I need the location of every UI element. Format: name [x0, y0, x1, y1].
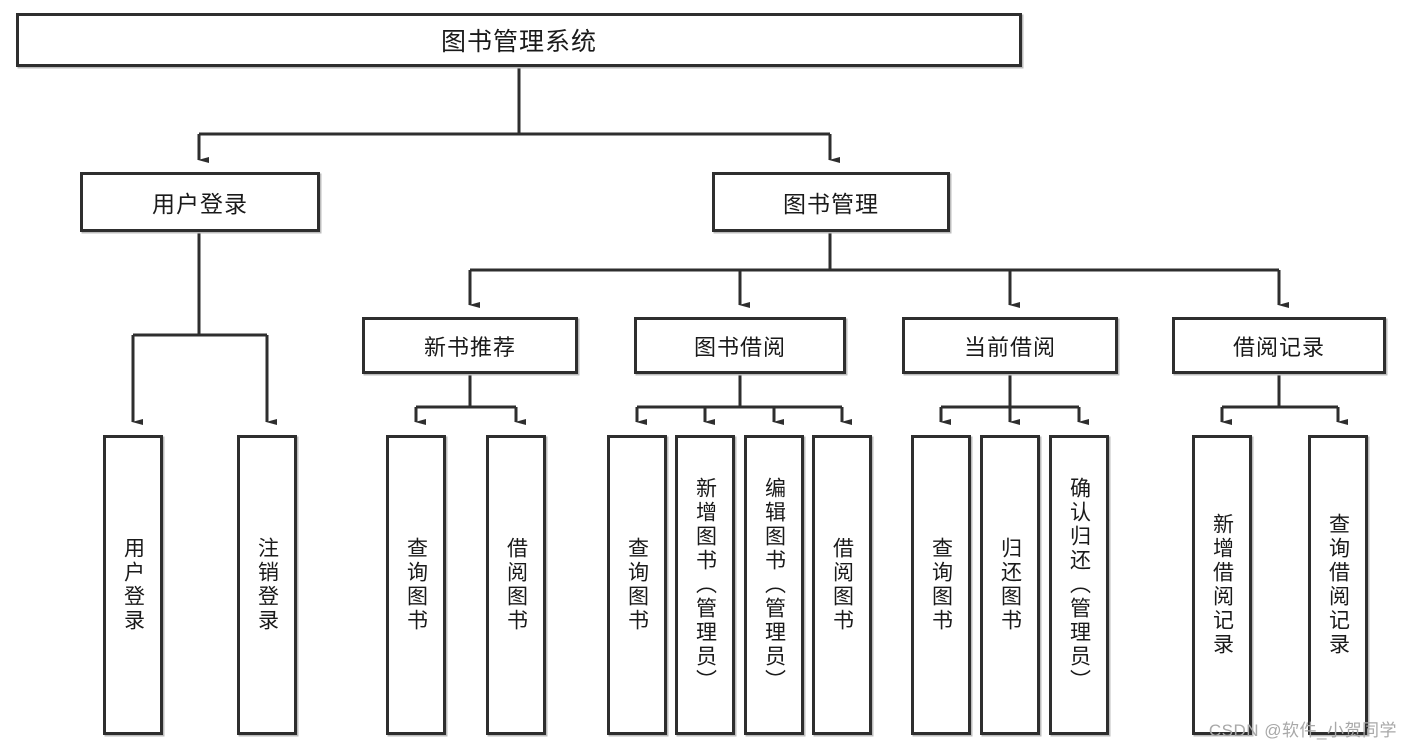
node-label: 图书管理系统: [440, 28, 597, 56]
leaf-current-borrow-confirm-return[interactable]: 确认归还（管理员）: [1049, 435, 1109, 735]
leaf-book-borrow-borrow[interactable]: 借阅图书: [812, 435, 872, 735]
node-label: 归还图书: [998, 537, 1022, 633]
node-label: 确认归还（管理员）: [1067, 477, 1091, 693]
node-label: 查询借阅记录: [1326, 513, 1350, 657]
node-label: 图书借阅: [693, 334, 786, 360]
leaf-book-borrow-edit[interactable]: 编辑图书（管理员）: [744, 435, 804, 735]
node-label: 当前借阅: [963, 334, 1056, 360]
leaf-user-login-logout[interactable]: 注销登录: [237, 435, 297, 735]
node-label: 用户登录: [152, 191, 248, 217]
node-label: 新增借阅记录: [1210, 513, 1234, 657]
node-label: 新书推荐: [423, 334, 516, 360]
node-label: 查询图书: [625, 537, 649, 633]
leaf-current-borrow-query[interactable]: 查询图书: [911, 435, 971, 735]
node-label: 新增图书（管理员）: [693, 477, 717, 693]
leaf-new-book-query[interactable]: 查询图书: [386, 435, 446, 735]
node-book-borrow[interactable]: 图书借阅: [634, 317, 846, 374]
leaf-user-login-login[interactable]: 用户登录: [103, 435, 163, 735]
node-label: 借阅图书: [830, 537, 854, 633]
leaf-book-borrow-add[interactable]: 新增图书（管理员）: [675, 435, 735, 735]
leaf-book-borrow-query[interactable]: 查询图书: [607, 435, 667, 735]
node-current-borrow[interactable]: 当前借阅: [902, 317, 1118, 374]
node-new-book-recommend[interactable]: 新书推荐: [362, 317, 578, 374]
node-user-login[interactable]: 用户登录: [80, 172, 320, 232]
node-label: 注销登录: [255, 537, 279, 633]
node-label: 图书管理: [783, 191, 879, 217]
node-root-system[interactable]: 图书管理系统: [16, 13, 1022, 67]
leaf-current-borrow-return[interactable]: 归还图书: [980, 435, 1040, 735]
node-label: 借阅图书: [504, 537, 528, 633]
node-label: 编辑图书（管理员）: [762, 477, 786, 693]
node-book-management[interactable]: 图书管理: [712, 172, 950, 232]
leaf-new-book-borrow[interactable]: 借阅图书: [486, 435, 546, 735]
node-label: 用户登录: [121, 537, 145, 633]
node-label: 借阅记录: [1232, 334, 1325, 360]
leaf-borrow-record-add[interactable]: 新增借阅记录: [1192, 435, 1252, 735]
watermark: CSDN @软件_小贺同学: [1208, 721, 1397, 740]
leaf-borrow-record-query[interactable]: 查询借阅记录: [1308, 435, 1368, 735]
node-label: 查询图书: [404, 537, 428, 633]
node-label: 查询图书: [929, 537, 953, 633]
node-borrow-record[interactable]: 借阅记录: [1172, 317, 1386, 374]
